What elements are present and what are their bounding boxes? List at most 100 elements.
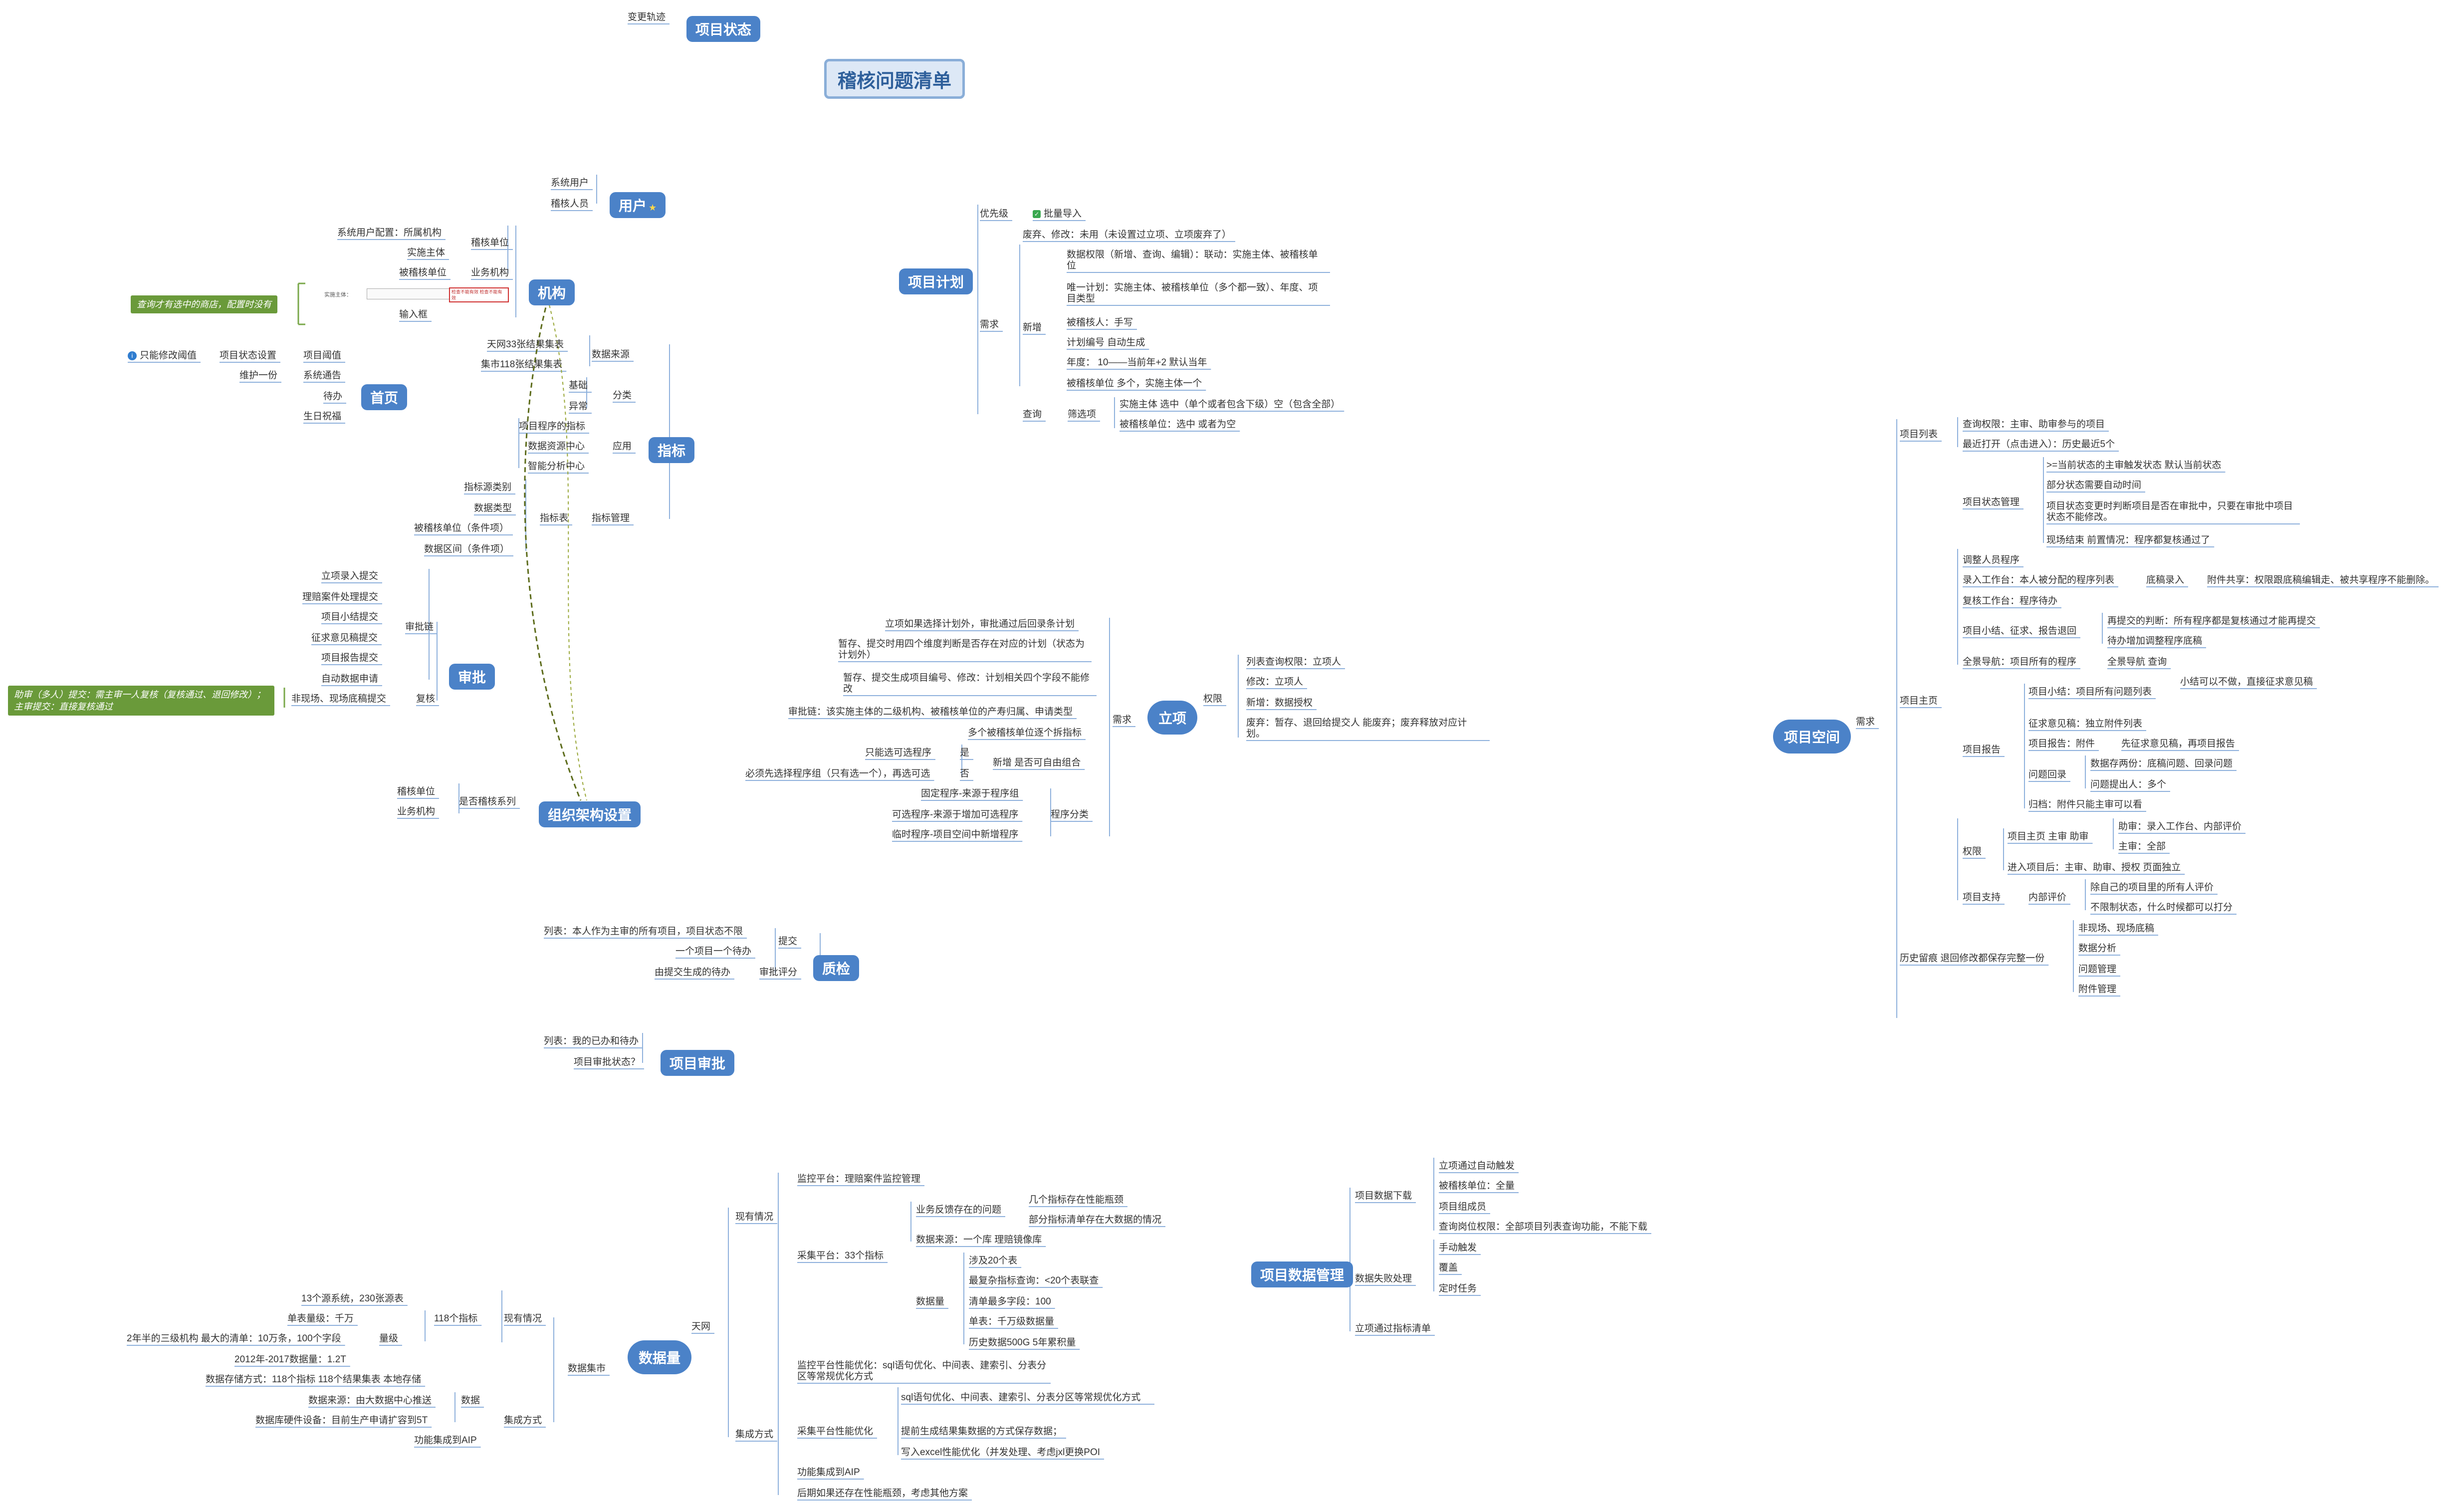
leaf: 审批链 [405, 622, 434, 632]
hub-user[interactable]: 用户★ [610, 192, 666, 218]
leaf: 小结可以不做，直接征求意见稿 [2180, 677, 2313, 687]
leaf: 立项如果选择计划外，审批通过后回录条计划 [885, 619, 1075, 629]
leaf: 归档：附件只能主审可以看 [2028, 799, 2143, 810]
leaf: 系统用户 [551, 178, 589, 188]
leaf: 列表查询权限：立项人 [1246, 657, 1342, 667]
leaf: 几个指标存在性能瓶颈 [1029, 1195, 1124, 1205]
leaf: 提交 [778, 936, 798, 947]
leaf: 审批评分 [759, 967, 798, 978]
leaf: 数据失败处理 [1355, 1273, 1412, 1284]
hub-project-plan[interactable]: 项目计划 [899, 268, 973, 294]
leaf: 新增 是否可自由组合 [993, 757, 1081, 768]
leaf: 问题提出人：多个 [2090, 779, 2167, 790]
hub-project-approval[interactable]: 项目审批 [661, 1050, 735, 1076]
mini-form-input [367, 288, 452, 299]
leaf: 分类 [613, 390, 632, 401]
leaf: 应用 [613, 441, 632, 452]
leaf: 数据来源：由大数据中心推送 [308, 1395, 432, 1406]
hub-home[interactable]: 首页 [361, 384, 408, 410]
leaf: 问题管理 [2078, 964, 2117, 975]
hub-approval[interactable]: 审批 [449, 664, 495, 690]
info-icon: i [128, 351, 137, 360]
leaf: 问题回录 [2028, 769, 2067, 780]
leaf: 全景导航 查询 [2107, 657, 2167, 667]
hub-project-data-mgmt[interactable]: 项目数据管理 [1251, 1261, 1353, 1287]
leaf: 现场结束 前置情况：程序都复核通过了 [2046, 535, 2211, 545]
leaf: 需求 [1856, 717, 1875, 727]
leaf: 指标源类别 [464, 482, 512, 493]
leaf: 数据分析 [2078, 943, 2117, 954]
relation-curve [547, 299, 587, 801]
leaf: 权限 [1203, 694, 1223, 704]
leaf: 清单最多字段：100 [969, 1296, 1051, 1307]
leaf: 项目数据下载 [1355, 1191, 1412, 1201]
leaf: 单表：千万级数据量 [969, 1316, 1055, 1327]
leaf: 征求意见稿提交 [311, 633, 378, 643]
leaf: 项目小结提交 [321, 612, 379, 622]
star-icon: ★ [649, 203, 657, 213]
leaf: 年度： 10——当前年+2 默认当年 [1067, 357, 1207, 368]
leaf: 复核工作台：程序待办 [1963, 596, 2058, 606]
hub-org[interactable]: 机构 [529, 279, 575, 305]
hub-quality[interactable]: 质检 [813, 955, 860, 981]
leaf: 附件管理 [2078, 984, 2117, 995]
leaf: 项目状态管理 [1963, 497, 2020, 507]
leaf: 实施主体 [407, 248, 446, 258]
leaf: 立项通过自动触发 [1439, 1161, 1515, 1171]
leaf: 被稽核人：手写 [1067, 317, 1133, 328]
leaf: 单表量级：千万 [287, 1313, 354, 1324]
leaf: 除自己的项目里的所有人评价 [2090, 882, 2214, 893]
leaf: 底稿录入 [2146, 575, 2185, 585]
leaf: 被稽核单位（条件项） [414, 523, 509, 533]
leaf: 附件共享：权限跟底稿编辑走、被共享程序不能删除。 [2207, 575, 2435, 585]
leaf: 项目程序的指标 [519, 421, 586, 432]
leaf: 业务机构 [471, 267, 509, 278]
leaf: 集成方式 [735, 1429, 774, 1440]
leaf: 数据 [461, 1395, 480, 1406]
leaf: 待办 [323, 391, 343, 402]
leaf: 项目支持 [1963, 892, 2001, 903]
hub-data-volume[interactable]: 数据量 [628, 1340, 692, 1374]
leaf: 新增：数据授权 [1246, 698, 1313, 708]
leaf: 需求 [980, 319, 999, 330]
leaf: 先征求意见稿，再项目报告 [2121, 739, 2236, 749]
leaf: 查询岗位权限：全部项目列表查询功能，不能下载 [1439, 1222, 1648, 1232]
relation-curve [524, 299, 582, 801]
leaf: 提前生成结果集数据的方式保存数据； [901, 1426, 1063, 1437]
leaf: 写入excel性能优化（并发处理、考虑jxl更换POI [901, 1447, 1101, 1458]
leaf: 立项录入提交 [321, 571, 379, 581]
leaf: 智能分析中心 [528, 461, 585, 472]
note-review: 助审（多人）提交：需主审一人复核（复核通过、退回修改）；主审提交：直接复核通过 [8, 686, 274, 716]
hub-project-status[interactable]: 项目状态 [686, 16, 761, 42]
leaf: 暂存、提交时用四个维度判断是否存在对应的计划（状态为计划外） [838, 639, 1085, 660]
leaf: 内部评价 [2028, 892, 2067, 903]
leaf: 可选程序-来源于增加可选程序 [892, 809, 1019, 820]
hub-lixiang[interactable]: 立项 [1147, 701, 1198, 735]
hub-org-setting[interactable]: 组织架构设置 [539, 801, 641, 827]
hub-indicator[interactable]: 指标 [649, 437, 695, 463]
leaf: 天网33张结果集表 [487, 339, 564, 350]
leaf: 列表：我的已办和待办 [544, 1036, 639, 1046]
leaf: 项目组成员 [1439, 1202, 1487, 1212]
leaf: 系统通告 [303, 370, 342, 381]
hub-user-label: 用户 [619, 198, 647, 214]
leaf: 立项通过指标清单 [1355, 1323, 1431, 1334]
leaf: 多个被稽核单位逐个拆指标 [968, 728, 1082, 738]
leaf: 监控平台性能优化：sql语句优化、中间表、建索引、分表分区等常规优化方式 [797, 1360, 1047, 1382]
leaf: 数据库硬件设备：目前生产申请扩容到5T [255, 1415, 428, 1426]
leaf: 项目小结、征求、报告退回 [1963, 626, 2077, 636]
leaf: 历史留痕 退回修改都保存完整一份 [1900, 953, 2045, 964]
leaf: 项目阈值 [303, 350, 342, 361]
leaf: 修改：立项人 [1246, 677, 1304, 687]
leaf: 一个项目一个待办 [675, 946, 752, 957]
leaf: 指标表 [540, 513, 569, 523]
leaf: 不限制状态，什么时候都可以打分 [2090, 902, 2233, 913]
leaf: 查询 [1023, 409, 1042, 420]
hub-project-space[interactable]: 项目空间 [1773, 720, 1851, 754]
leaf: 被稽核单位：全量 [1439, 1181, 1515, 1191]
leaf: 再提交的判断：所有程序都是复核通过才能再提交 [2107, 616, 2316, 626]
leaf: 项目报告：附件 [2028, 739, 2095, 749]
leaf: 集市118张结果集表 [481, 359, 563, 370]
